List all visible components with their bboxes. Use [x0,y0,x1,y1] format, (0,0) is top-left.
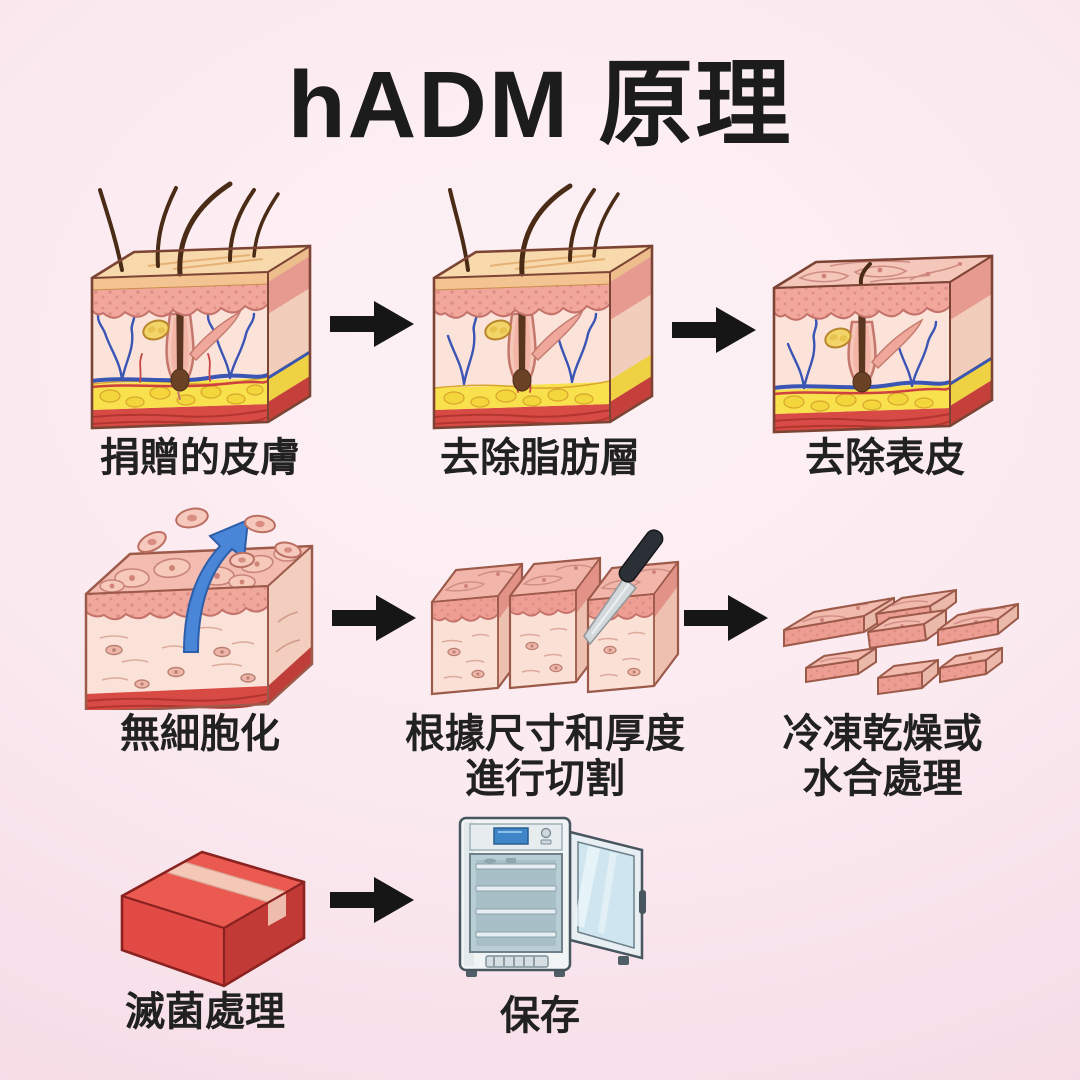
decellularization-illustration [72,502,322,710]
step-label-remove-epidermis: 去除表皮 [805,436,965,480]
remove-fat-illustration [420,178,665,436]
step-label-freeze-dry: 冷凍乾燥或 水合處理 [782,712,983,801]
page-title: hADM 原理 [287,52,793,158]
blue-curved-up-arrow-icon [182,518,250,653]
cutting-illustration [418,516,680,708]
step-label-remove-fat: 去除脂肪層 [440,436,640,480]
storage-fridge-illustration [442,806,660,988]
step-label-decellularization: 無細胞化 [120,712,280,756]
step-label-cutting: 根據尺寸和厚度 進行切割 [405,712,685,801]
step-label-donated-skin: 捐贈的皮膚 [100,436,300,480]
step-label-storage: 保存 [500,994,580,1038]
scalpel-icon [583,529,664,646]
donated-skin-illustration [78,178,323,436]
flow-arrow-icon [672,302,756,358]
flow-arrow-icon [330,872,414,928]
flow-arrow-icon [332,590,416,646]
remove-epidermis-illustration [760,218,1005,440]
flow-arrow-icon [684,590,768,646]
fridge-display [493,827,529,845]
flow-arrow-icon [330,296,414,352]
freeze-dry-illustration [772,556,1020,708]
step-label-sterilization: 滅菌處理 [125,990,285,1034]
sterilization-box-illustration [104,834,322,992]
